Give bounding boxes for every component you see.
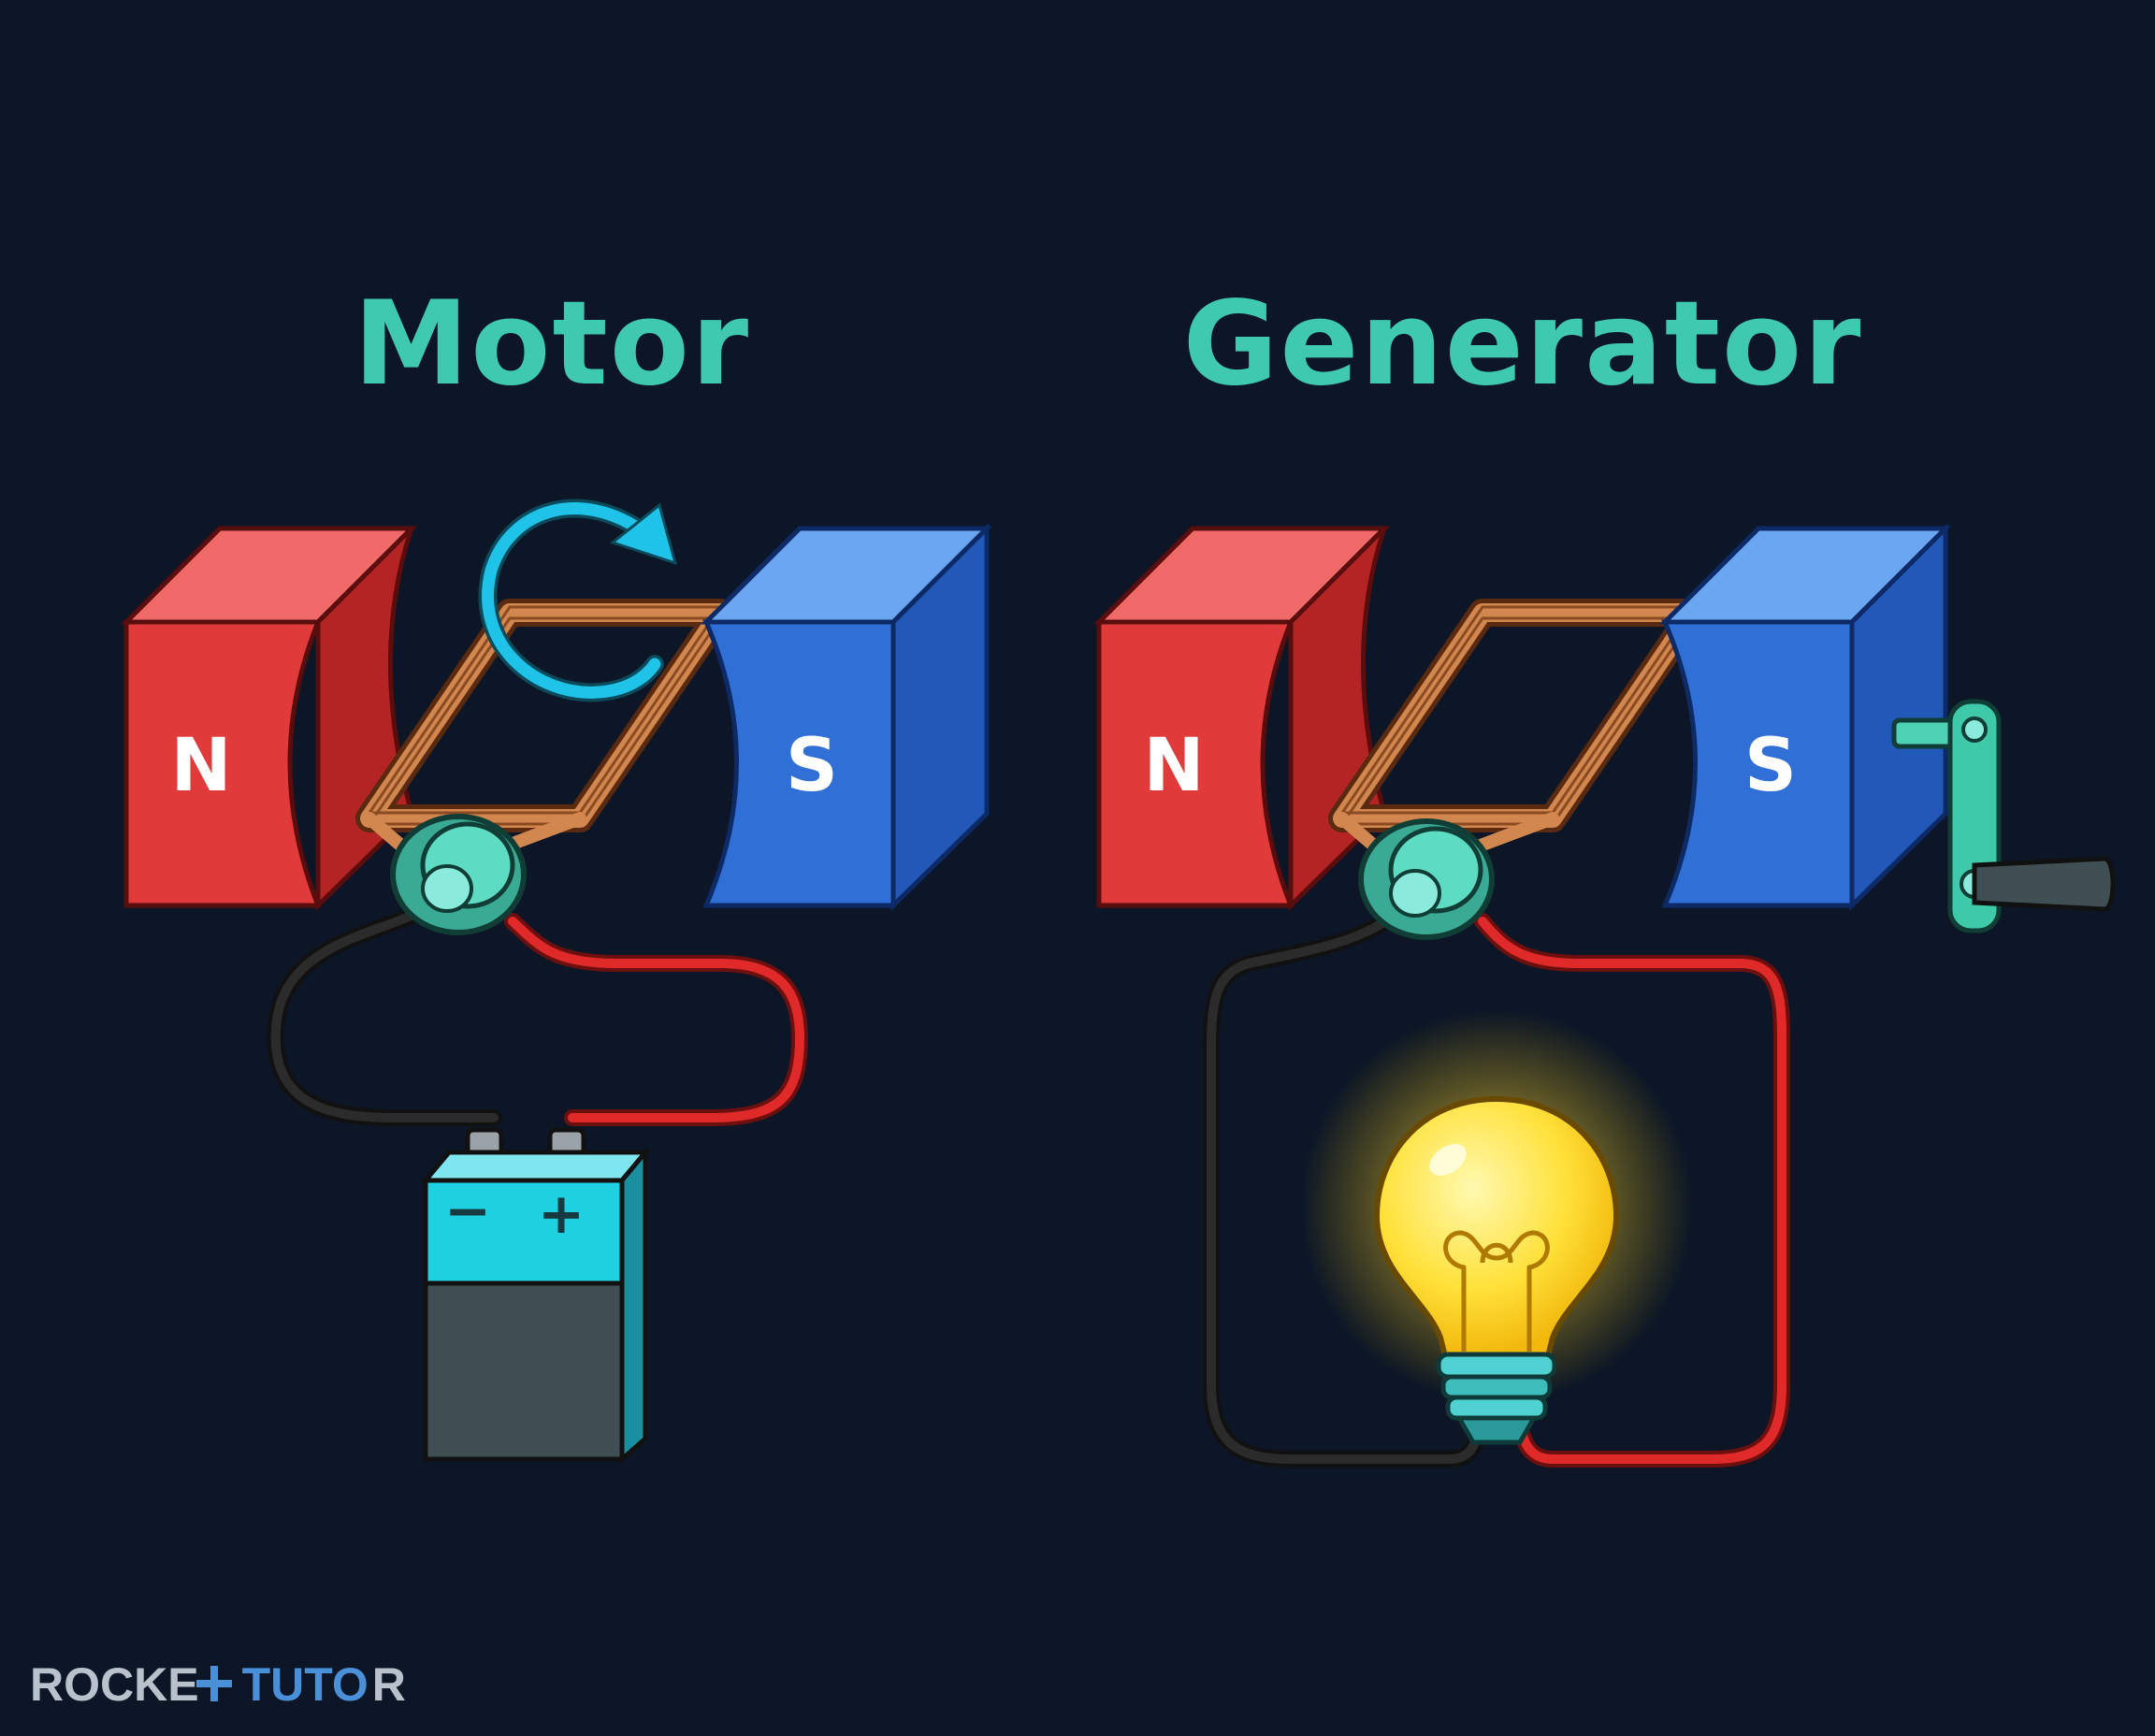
generator-north-magnet: N — [1092, 526, 1391, 911]
rotation-arrow-icon — [478, 499, 678, 702]
generator-north-label: N — [1143, 724, 1204, 808]
generator-commutator — [1358, 818, 1495, 940]
logo-part-3: R — [372, 1658, 406, 1711]
motor-south-magnet: S — [700, 522, 993, 911]
motor-north-magnet: N — [120, 526, 418, 911]
motor-north-label: N — [170, 724, 231, 808]
generator-coil — [1328, 599, 1707, 853]
motor-coil — [355, 599, 734, 853]
motor-commutator — [390, 814, 527, 935]
battery-plus-sign: + — [538, 1181, 585, 1247]
logo-plus-icon — [196, 1666, 232, 1701]
motor-south-label: S — [786, 724, 838, 808]
light-bulb-icon — [1300, 1010, 1693, 1445]
logo-part-2: TUTO — [242, 1658, 369, 1711]
generator-south-magnet: S — [1658, 522, 1952, 911]
battery-minus-sign: − — [444, 1179, 491, 1244]
generator-diagram: N S — [1092, 522, 2116, 1468]
brand-logo: ROCKE TUTOR — [30, 1658, 406, 1711]
motor-title: Motor — [354, 277, 750, 412]
generator-south-label: S — [1744, 724, 1797, 808]
generator-title: Generator — [1183, 277, 1863, 412]
battery: − + — [420, 1127, 651, 1465]
motor-negative-wire — [267, 904, 502, 1126]
motor-diagram: N S — [120, 499, 993, 1465]
hand-crank-icon — [1891, 699, 2116, 933]
logo-part-1: ROCKE — [30, 1658, 199, 1711]
